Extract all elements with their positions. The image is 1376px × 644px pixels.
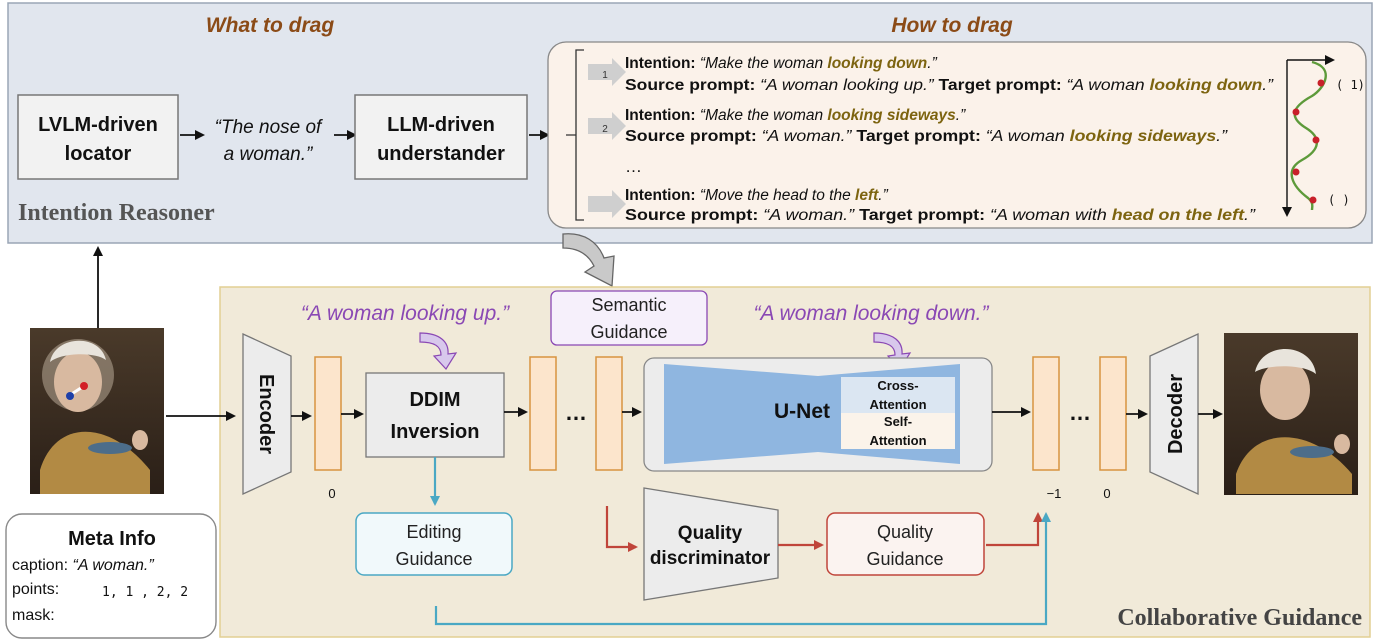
- locator-output-line-2: a woman.”: [224, 144, 314, 165]
- encoder-block: [242, 332, 292, 496]
- latent-out-z0-label: 0: [1103, 486, 1110, 501]
- quality-guidance-box: [826, 512, 985, 576]
- target-prompt-text: “A woman looking down.”: [754, 302, 990, 325]
- input-image: [30, 328, 164, 494]
- self-attention-block: [841, 413, 955, 449]
- latent-z0-label: 0: [328, 486, 335, 501]
- trajectory-point: [1309, 196, 1317, 204]
- latent-zT: [595, 356, 623, 471]
- latent-zt-minus-1-label: −1: [1047, 486, 1062, 501]
- quality-discriminator-block: [643, 487, 779, 601]
- quality-guidance-label-1: Quality: [877, 522, 933, 542]
- curved-transfer-arrow: [562, 233, 615, 288]
- trajectory-point: [1292, 168, 1300, 176]
- meta-info-title: Meta Info: [68, 528, 156, 550]
- self-attention-label-2: Attention: [869, 433, 926, 448]
- intention-3-line: Intention: “Move the head to the left.”: [625, 187, 889, 204]
- self-attention-label-1: Self-: [884, 414, 912, 429]
- cross-attention-label-2: Attention: [869, 397, 926, 412]
- curve-label-top: ( 1): [1336, 78, 1365, 92]
- llm-understander-box: [354, 94, 528, 180]
- ddim-label-2: Inversion: [391, 421, 480, 443]
- unet-label: U-Net: [774, 400, 830, 423]
- latent-out-z0: [1099, 356, 1127, 471]
- encoder-label: Encoder: [255, 374, 277, 454]
- teal-arrow-editing-to-latent: [434, 512, 1051, 626]
- locator-output-line-1: “The nose of: [215, 117, 323, 138]
- latent-dots-right: …: [1069, 400, 1091, 425]
- latent-z0: [314, 356, 342, 471]
- curve-label-bottom: ( ): [1328, 193, 1350, 207]
- llm-understander-label-2: understander: [377, 143, 505, 165]
- intention-badge-arrow-3: [588, 190, 626, 218]
- prompt-arrow-left: [419, 332, 458, 370]
- decoder-block: [1149, 332, 1199, 496]
- intentions-panel: [547, 41, 1367, 229]
- trajectory-point: [1317, 79, 1325, 87]
- meta-caption: caption: “A woman.”: [12, 557, 154, 574]
- intention-badge-1: 1: [602, 70, 608, 81]
- decoder-label: Decoder: [1165, 374, 1187, 454]
- intention-reasoner-title: Intention Reasoner: [18, 200, 215, 226]
- intention-2-line: Intention: “Make the woman looking sidew…: [625, 107, 966, 124]
- lvlm-locator-label-2: locator: [65, 143, 132, 165]
- trajectory-point: [1312, 136, 1320, 144]
- intention-1-prompts: Source prompt: “A woman looking up.” Tar…: [625, 77, 1274, 94]
- intentions-ellipsis: …: [625, 157, 642, 176]
- trajectory-curve: [1290, 60, 1327, 211]
- collaborative-guidance-title: Collaborative Guidance: [1117, 605, 1362, 631]
- intention-1-line: Intention: “Make the woman looking down.…: [625, 55, 938, 72]
- source-prompt-text: “A woman looking up.”: [301, 302, 510, 325]
- intention-badge-arrow-1: [588, 58, 626, 86]
- unet-shape: [664, 364, 818, 464]
- editing-guidance-box: [355, 512, 513, 576]
- what-to-drag-heading: What to drag: [206, 14, 334, 37]
- red-arrow-quality-to-latent: [986, 512, 1043, 547]
- intention-badge-arrow-2: [588, 112, 626, 140]
- latent-dots-left: …: [565, 400, 587, 425]
- lvlm-locator-label-1: LVLM-driven: [38, 114, 158, 136]
- meta-points-value: 1, 1 , 2, 2: [102, 585, 188, 600]
- intention-3-prompts: Source prompt: “A woman.” Target prompt:…: [625, 207, 1256, 224]
- quality-guidance-label-2: Guidance: [866, 549, 943, 569]
- ddim-inversion-box: [365, 372, 505, 458]
- intentions-bracket: [566, 49, 584, 221]
- ddim-label-1: DDIM: [409, 389, 460, 411]
- editing-guidance-label-2: Guidance: [395, 549, 472, 569]
- meta-mask-label: mask:: [12, 607, 55, 624]
- semantic-guidance-label-2: Guidance: [590, 322, 667, 342]
- how-to-drag-heading: How to drag: [891, 14, 1012, 37]
- lvlm-locator-box: [17, 94, 179, 180]
- output-image: [1224, 333, 1358, 495]
- intention-badge-2: 2: [602, 124, 608, 135]
- semantic-guidance-label-1: Semantic: [591, 295, 666, 315]
- meta-points-label: points:: [12, 581, 59, 598]
- trajectory-point: [1292, 108, 1300, 116]
- latent-zt-minus-1: [1032, 356, 1060, 471]
- meta-info-panel: [5, 513, 217, 639]
- discriminator-label-2: discriminator: [650, 548, 771, 569]
- editing-guidance-label-1: Editing: [406, 522, 461, 542]
- semantic-guidance-box: [550, 290, 708, 346]
- llm-understander-label-1: LLM-driven: [387, 114, 495, 136]
- latent-zt: [529, 356, 557, 471]
- intention-2-prompts: Source prompt: “A woman.” Target prompt:…: [625, 128, 1228, 145]
- discriminator-label-1: Quality: [678, 523, 743, 544]
- cross-attention-label-1: Cross-: [877, 378, 918, 393]
- cross-attention-block: [841, 377, 955, 413]
- red-arrow-to-discriminator: [605, 506, 638, 552]
